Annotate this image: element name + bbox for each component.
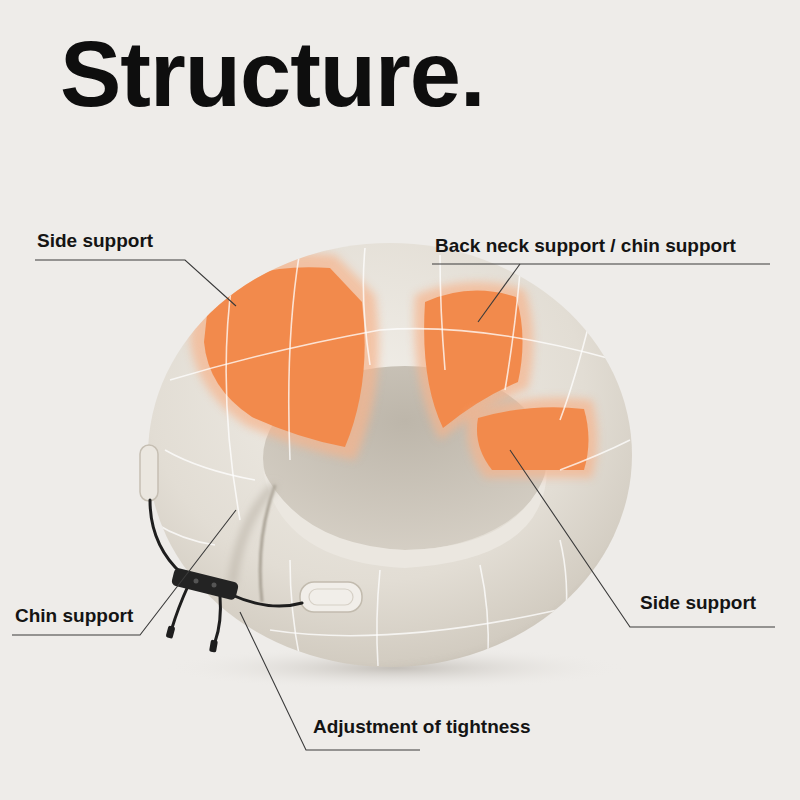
control-button <box>300 582 362 612</box>
part-label: Chin support <box>15 605 133 628</box>
heat-zones <box>190 253 598 478</box>
leader-line <box>432 263 770 264</box>
cord <box>232 595 302 606</box>
cord-tip <box>166 625 176 638</box>
cord-end <box>172 586 188 628</box>
leader-line <box>35 260 236 306</box>
grid-line <box>505 272 520 390</box>
leader-lines <box>12 260 775 750</box>
grid-line <box>363 248 370 365</box>
cord <box>150 500 182 574</box>
front-lip <box>263 470 547 568</box>
cord-tip <box>209 640 218 653</box>
part-label: Back neck support / chin support <box>435 235 736 258</box>
end-shade <box>232 485 275 585</box>
pillow-body <box>148 243 632 667</box>
toggle-dot <box>194 579 199 584</box>
drawstring <box>150 500 302 642</box>
pillow-detail <box>150 248 632 680</box>
part-label: Side support <box>640 592 756 615</box>
leader-line <box>510 450 775 627</box>
heat-pad <box>477 407 589 470</box>
fabric-grid <box>150 248 630 666</box>
grid-line <box>289 250 300 460</box>
grid-line <box>560 440 630 470</box>
leader-line <box>12 510 236 635</box>
cord-toggle <box>171 567 239 600</box>
lower-shade <box>150 520 632 680</box>
grid-line <box>226 262 240 520</box>
cord-end <box>215 596 220 642</box>
heat-halo <box>190 253 379 460</box>
grid-line <box>377 570 380 666</box>
grid-line <box>170 329 615 380</box>
leader-line <box>478 264 520 322</box>
grid-line <box>290 560 300 660</box>
title: Structure. <box>60 28 485 120</box>
control-button-inset <box>309 589 353 605</box>
grid-line <box>165 450 255 480</box>
grid-line <box>440 255 445 370</box>
heat-halo <box>467 398 598 478</box>
side-button <box>140 445 158 501</box>
grid-line <box>560 540 567 630</box>
toggle-dot <box>212 583 217 588</box>
grid-line <box>480 565 488 660</box>
part-label: Adjustment of tightness <box>313 716 530 739</box>
grid-line <box>560 320 590 420</box>
part-label: Side support <box>37 230 153 253</box>
